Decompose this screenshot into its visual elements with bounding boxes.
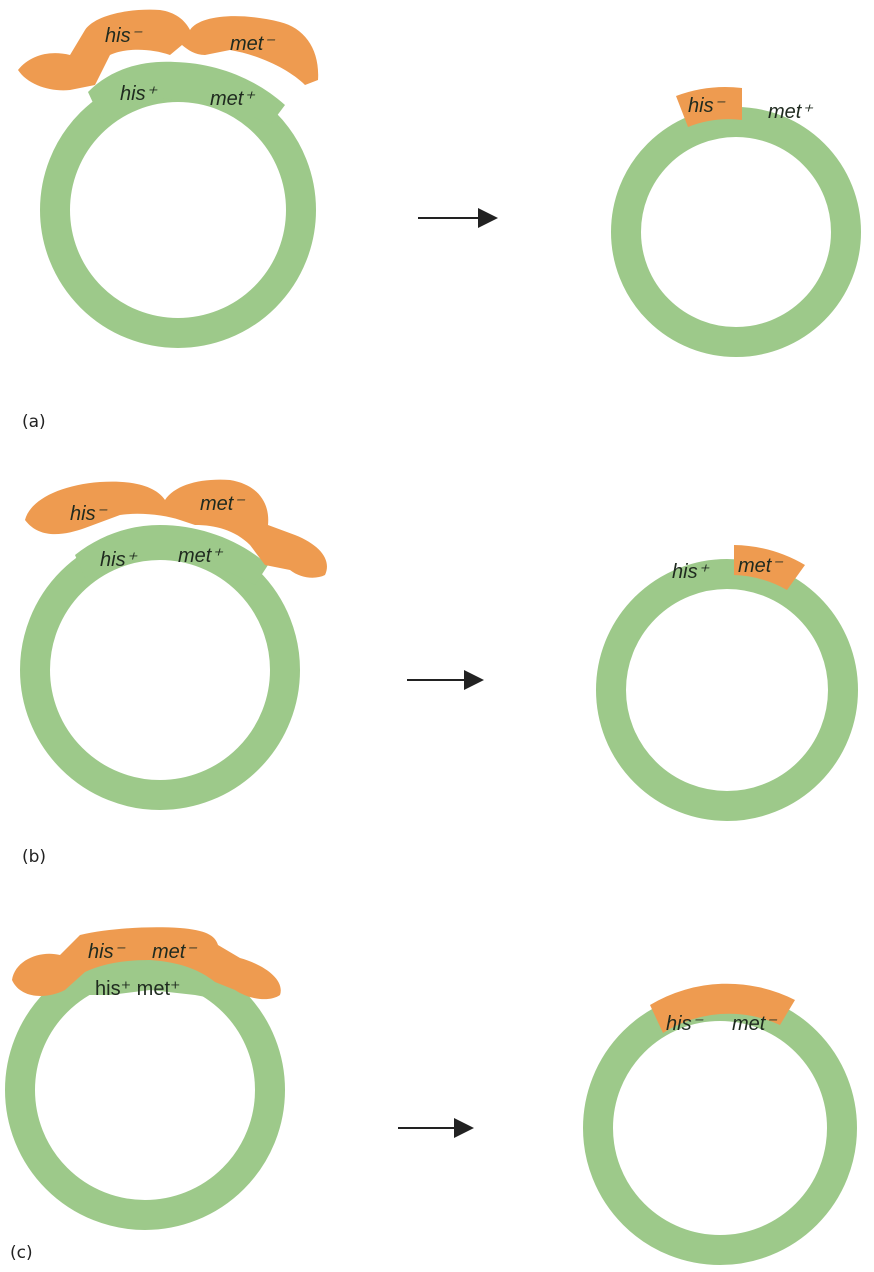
fragment-label-met: met⁻ <box>200 493 245 515</box>
result-ring-a <box>626 122 846 342</box>
fragment-label-his: his⁻ <box>105 25 143 47</box>
chromosome-ring-a <box>55 87 301 333</box>
result-label-met: met⁻ <box>738 555 783 577</box>
chromosome-label-his-met: his⁺ met⁺ <box>95 978 181 1000</box>
result-label-met: met⁻ <box>732 1013 777 1035</box>
chromosome-label-met: met⁺ <box>210 88 255 110</box>
chromosome-ring-c <box>20 965 270 1215</box>
chromosome-label-met: met⁺ <box>178 545 223 567</box>
result-ring-b <box>611 574 843 806</box>
chromosome-ring-b <box>35 545 285 795</box>
panel-label-a: (a) <box>22 412 46 432</box>
result-label-his: his⁺ <box>672 561 710 583</box>
panel-label-b: (b) <box>22 847 46 867</box>
panel-c: his⁻ met⁻ his⁺ met⁺ his⁻ met⁻ (c) <box>10 927 842 1263</box>
fragment-label-his: his⁻ <box>70 503 108 525</box>
chromosome-label-his: his⁺ <box>100 549 138 571</box>
result-label-his: his⁻ <box>666 1013 704 1035</box>
fragment-label-his: his⁻ <box>88 941 126 963</box>
panel-label-c: (c) <box>10 1243 33 1263</box>
panel-a: his⁻ met⁻ his⁺ met⁺ his⁻ met⁺ (a) <box>18 10 846 432</box>
result-label-met: met⁺ <box>768 101 813 123</box>
chromosome-label-his: his⁺ <box>120 83 158 105</box>
panel-b: his⁻ met⁻ his⁺ met⁺ his⁺ met⁻ (b) <box>22 480 843 867</box>
result-label-his: his⁻ <box>688 95 726 117</box>
result-ring-c <box>598 1006 842 1250</box>
fragment-label-met: met⁻ <box>230 33 275 55</box>
fragment-label-met: met⁻ <box>152 941 197 963</box>
